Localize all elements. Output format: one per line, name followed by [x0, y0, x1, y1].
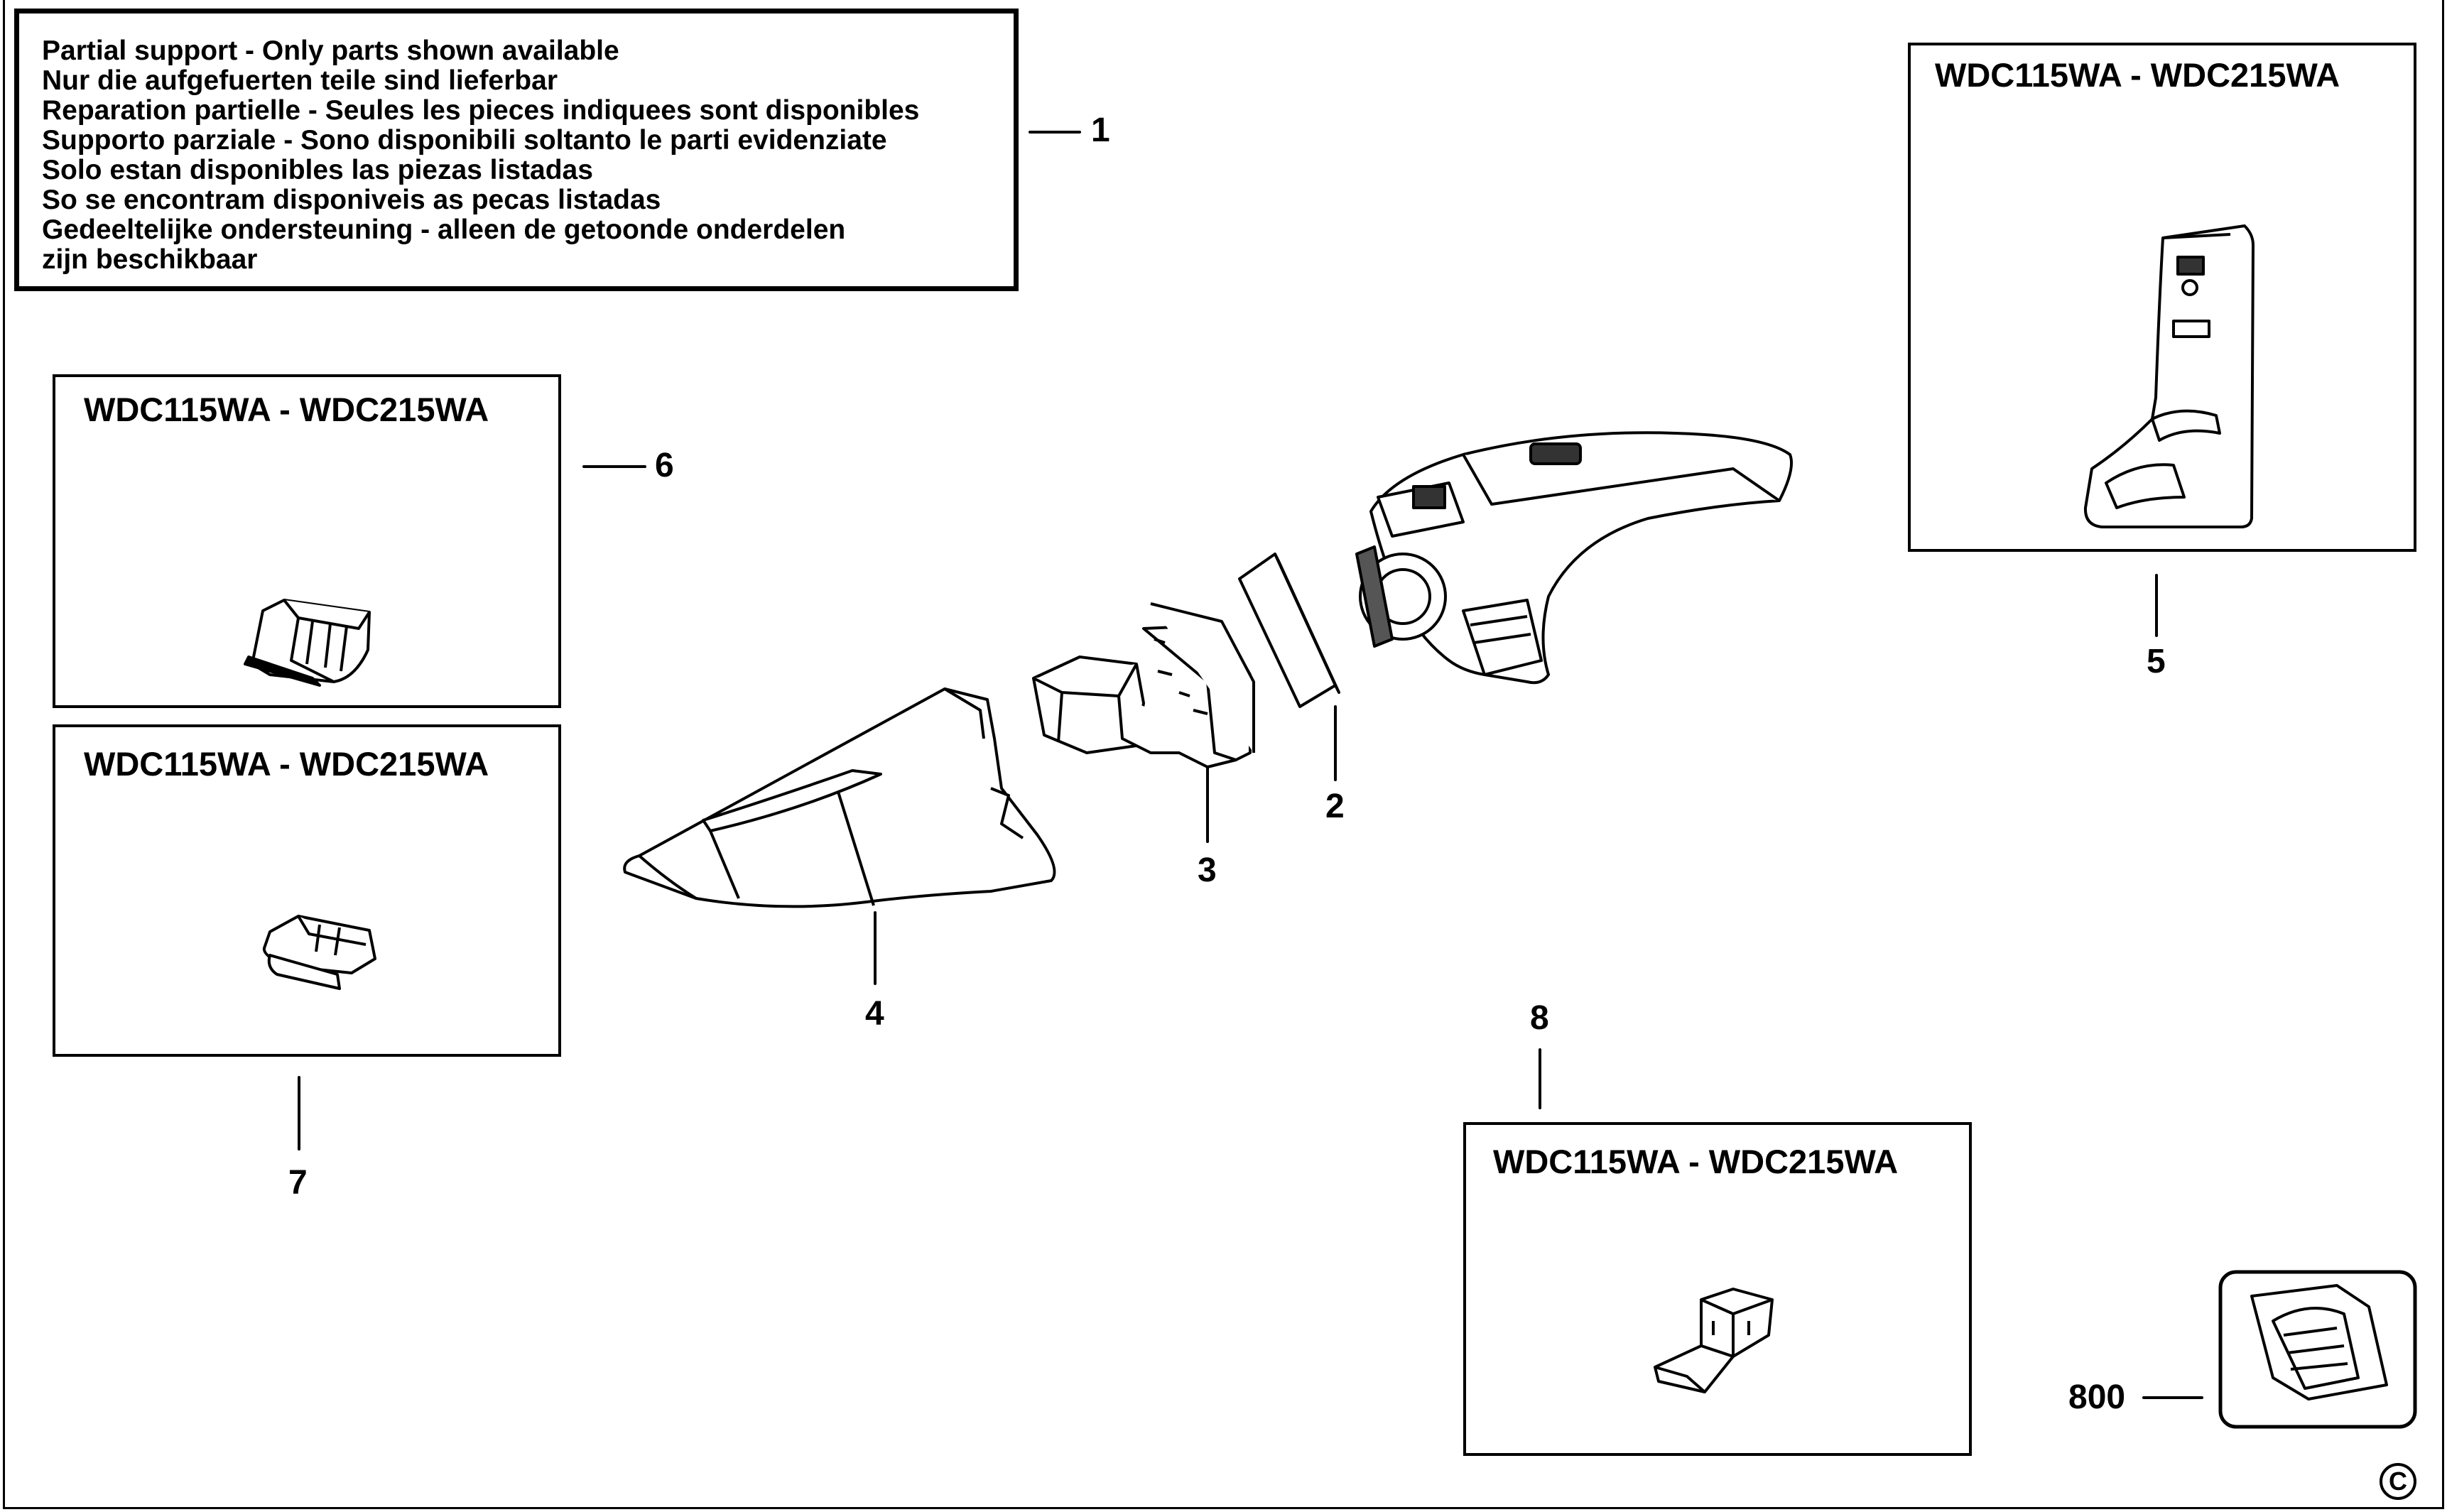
notice-line: Gedeeltelijke ondersteuning - alleen de …	[42, 214, 846, 245]
callout-800: 800	[2068, 1378, 2126, 1416]
partial-support-notice: Partial support - Only parts shown avail…	[14, 9, 1019, 291]
callout-2: 2	[1325, 788, 1345, 825]
callout-4: 4	[865, 995, 884, 1033]
filter-cage-illustration	[1032, 602, 1255, 768]
crevice-tool-box: WDC115WA - WDC215WA	[1463, 1122, 1972, 1456]
notice-line: Solo estan disponibles las piezas listad…	[42, 155, 593, 185]
callout-8: 8	[1530, 999, 1549, 1037]
crevice-tool-illustration	[1654, 1288, 1774, 1393]
vacuum-body-illustration	[1355, 431, 1794, 685]
callout-6: 6	[655, 447, 674, 484]
brush-tool-model-title: WDC115WA - WDC215WA	[84, 391, 489, 428]
wall-mount-model-title: WDC115WA - WDC215WA	[1935, 56, 2340, 94]
callout-5: 5	[2147, 643, 2166, 680]
notice-line: Supporto parziale - Sono disponibili sol…	[42, 125, 887, 156]
callout-1: 1	[1091, 112, 1110, 149]
crevice-tool-model-title: WDC115WA - WDC215WA	[1493, 1143, 1899, 1180]
notice-line: So se encontram disponiveis as pecas lis…	[42, 185, 661, 215]
notice-line: Reparation partielle - Seules les pieces…	[42, 95, 920, 126]
notice-line: Partial support - Only parts shown avail…	[42, 36, 619, 66]
squeegee-tool-illustration	[262, 915, 376, 990]
brush-tool-illustration	[244, 599, 371, 687]
squeegee-tool-model-title: WDC115WA - WDC215WA	[84, 745, 489, 783]
dust-bowl-illustration	[623, 687, 1056, 908]
notice-line: Nur die aufgefuerten teile sind lieferba…	[42, 65, 558, 96]
copyright-symbol: C	[2380, 1463, 2416, 1500]
squeegee-tool-box: WDC115WA - WDC215WA	[53, 724, 561, 1057]
notice-line: zijn beschikbaar	[42, 244, 258, 275]
wall-mount-illustration	[2083, 224, 2255, 528]
drawing-frame	[3, 0, 2444, 1509]
filter-illustration	[1238, 553, 1340, 708]
callout-7: 7	[288, 1164, 308, 1202]
callout-3: 3	[1198, 852, 1217, 889]
bag-kit-illustration	[2218, 1270, 2417, 1429]
